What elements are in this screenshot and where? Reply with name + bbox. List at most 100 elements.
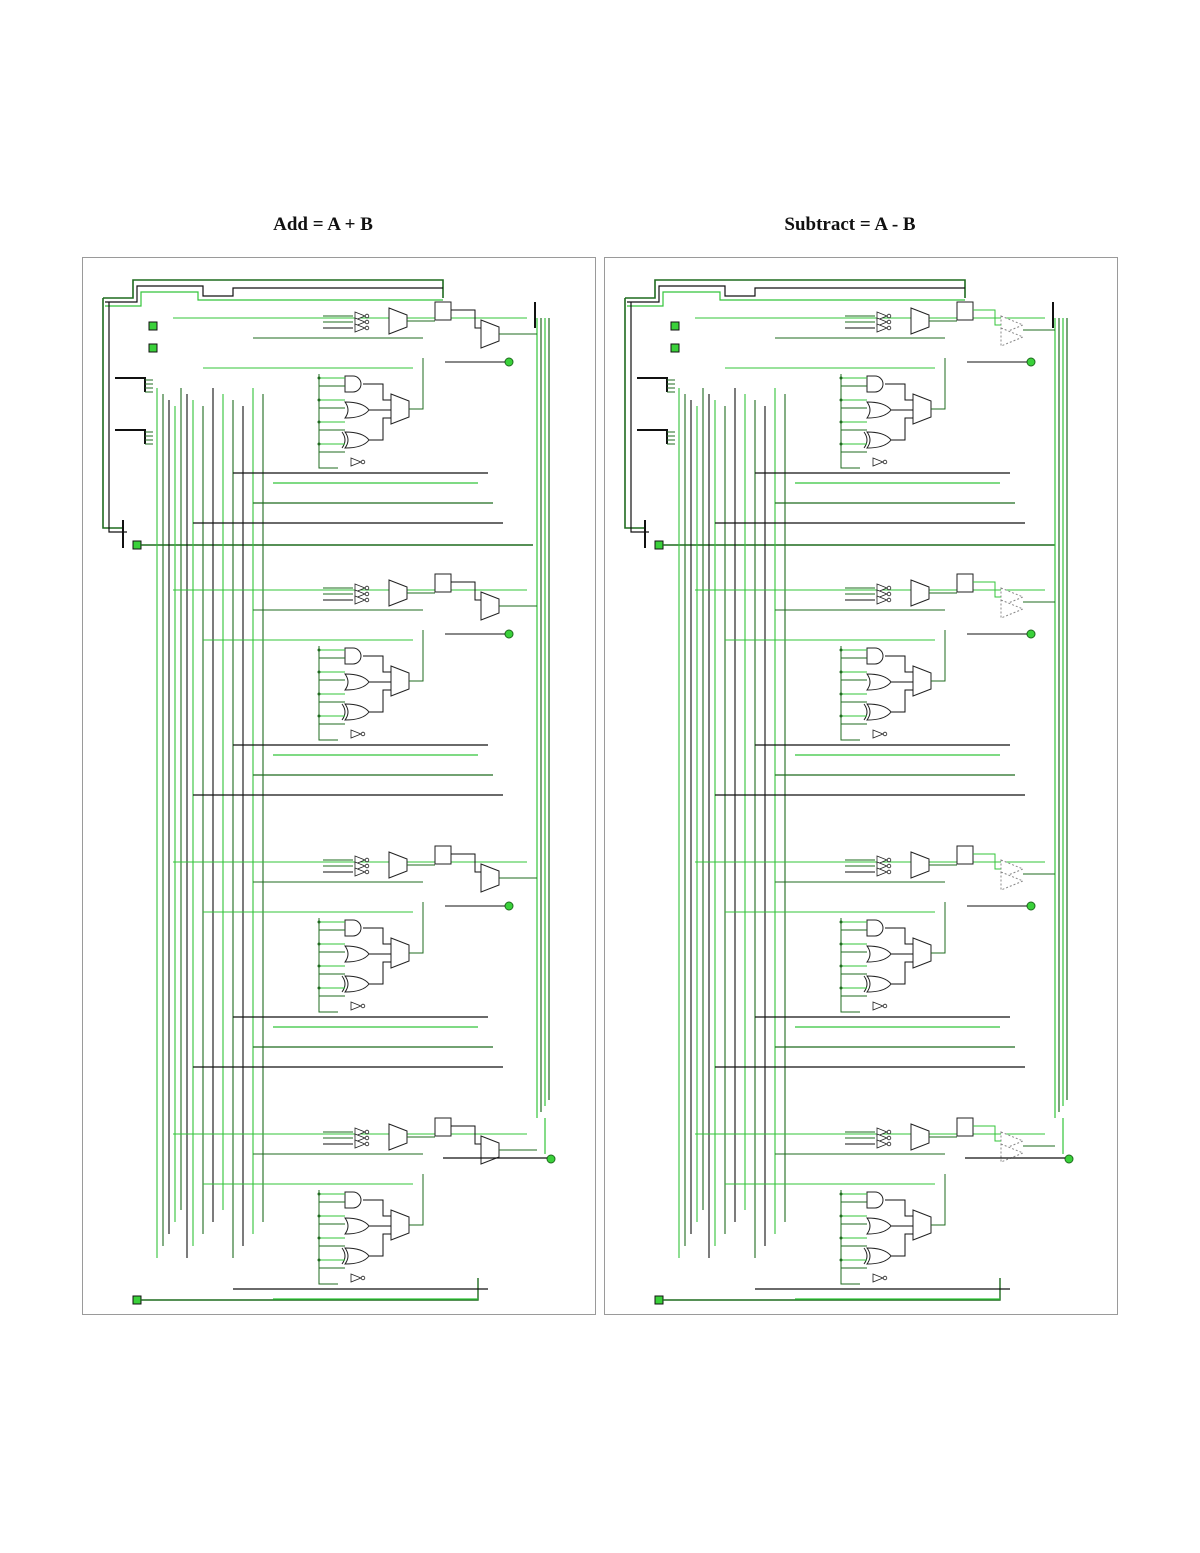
circuit-panel-subtract: [604, 257, 1118, 1315]
mux: [912, 393, 932, 425]
xor-gate-curve: [863, 975, 868, 993]
wire: [885, 383, 913, 401]
not-gate-bubble: [886, 1129, 892, 1135]
not-gate: [876, 867, 889, 877]
input-pin: [654, 540, 664, 550]
wire: [115, 377, 146, 392]
mux: [390, 393, 410, 425]
not-gate-bubble: [886, 863, 892, 869]
wire: [369, 1233, 391, 1257]
wire: [318, 646, 338, 741]
or-gate: [344, 431, 370, 449]
output-led: [546, 1154, 556, 1164]
and-gate: [866, 919, 884, 937]
not-gate-bubble: [882, 731, 888, 737]
adder-block: [434, 1117, 452, 1137]
figure-title-subtract: Subtract = A - B: [784, 214, 916, 235]
not-gate: [354, 595, 367, 605]
not-gate-bubble: [886, 319, 892, 325]
wire: [627, 285, 965, 303]
or-gate: [866, 945, 892, 963]
not-gate-bubble: [886, 869, 892, 875]
adder-block: [956, 845, 974, 865]
xor-gate-curve: [341, 975, 346, 993]
mux: [388, 579, 408, 607]
and-gate: [344, 1191, 362, 1209]
not-gate: [876, 317, 889, 327]
adder-block: [956, 1117, 974, 1137]
not-gate: [354, 1139, 367, 1149]
tristate-buffer: [1000, 327, 1025, 347]
not-gate-bubble: [886, 591, 892, 597]
wire: [931, 630, 946, 682]
adder-block: [434, 573, 452, 593]
wire: [363, 1199, 391, 1217]
wire: [363, 927, 391, 945]
not-gate-bubble: [364, 325, 370, 331]
wire: [931, 358, 946, 410]
not-gate: [354, 855, 367, 865]
or-gate: [344, 945, 370, 963]
not-gate: [354, 323, 367, 333]
wire: [624, 298, 645, 529]
not-gate: [354, 311, 367, 321]
or-gate: [866, 1247, 892, 1265]
mux: [912, 937, 932, 969]
wire: [891, 417, 913, 441]
not-gate: [876, 1139, 889, 1149]
not-gate-bubble: [364, 1135, 370, 1141]
wire: [369, 417, 391, 441]
not-gate: [872, 457, 885, 467]
wire: [409, 358, 424, 410]
not-gate-bubble: [882, 459, 888, 465]
not-gate: [872, 729, 885, 739]
not-gate: [876, 323, 889, 333]
not-gate: [876, 583, 889, 593]
wire: [627, 291, 965, 307]
wire: [931, 1174, 946, 1226]
not-gate: [876, 861, 889, 871]
xor-gate-curve: [863, 703, 868, 721]
not-gate-bubble: [886, 597, 892, 603]
wire: [363, 383, 391, 401]
wire: [840, 918, 860, 1013]
wire: [105, 285, 443, 303]
wire: [973, 853, 1001, 870]
not-gate-bubble: [360, 1275, 366, 1281]
wire: [840, 646, 860, 741]
not-gate: [876, 855, 889, 865]
wire: [891, 961, 913, 985]
wire: [885, 655, 913, 673]
input-pin: [670, 343, 680, 353]
mux: [388, 1123, 408, 1151]
or-gate: [866, 431, 892, 449]
not-gate: [876, 1127, 889, 1137]
figure-title-add: Add = A + B: [273, 214, 373, 235]
wire: [318, 918, 338, 1013]
not-gate-bubble: [886, 313, 892, 319]
not-gate-bubble: [886, 585, 892, 591]
not-gate-bubble: [364, 313, 370, 319]
mux: [910, 851, 930, 879]
or-gate: [866, 975, 892, 993]
wire: [318, 1190, 338, 1285]
xor-gate-curve: [341, 1247, 346, 1265]
xor-gate-curve: [341, 703, 346, 721]
and-gate: [866, 1191, 884, 1209]
wire: [973, 581, 1001, 598]
and-gate: [344, 375, 362, 393]
mux: [912, 665, 932, 697]
not-gate-bubble: [360, 1003, 366, 1009]
or-gate: [344, 673, 370, 691]
not-gate-bubble: [364, 1141, 370, 1147]
output-led: [1026, 629, 1036, 639]
mux: [910, 1123, 930, 1151]
wire: [141, 1278, 479, 1301]
wire: [637, 429, 668, 444]
output-led: [1026, 901, 1036, 911]
and-gate: [866, 647, 884, 665]
adder-block: [434, 845, 452, 865]
not-gate-bubble: [364, 869, 370, 875]
xor-gate-curve: [863, 431, 868, 449]
mux: [388, 307, 408, 335]
